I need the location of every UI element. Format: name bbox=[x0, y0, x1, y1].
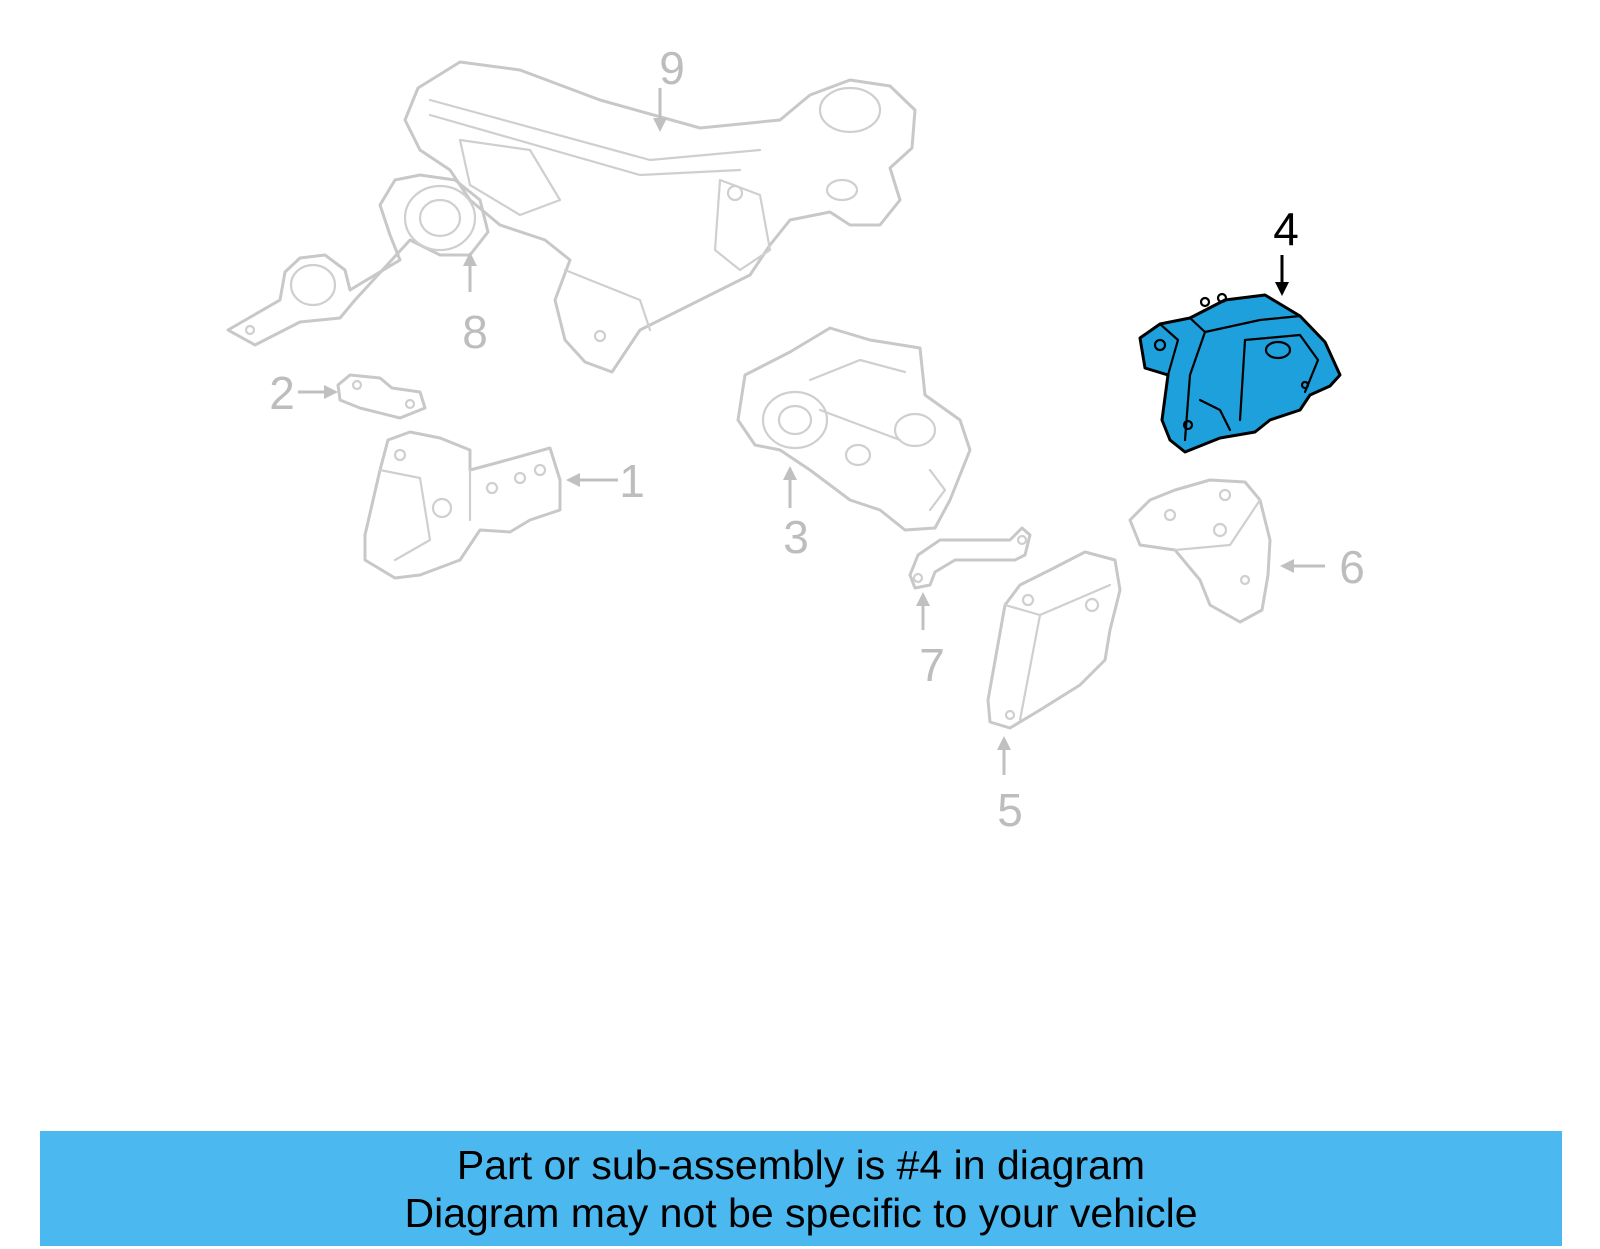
callout-3: 3 bbox=[783, 511, 809, 563]
callout-2: 2 bbox=[269, 367, 295, 419]
arrow-3 bbox=[783, 466, 797, 508]
part-3-carrier bbox=[736, 326, 972, 532]
banner-line-2: Diagram may not be specific to your vehi… bbox=[404, 1189, 1198, 1236]
leader-arrows bbox=[298, 88, 1325, 775]
part-5-mount bbox=[986, 550, 1122, 730]
part-6-mount bbox=[1128, 478, 1272, 624]
callout-5: 5 bbox=[997, 784, 1023, 836]
callout-8: 8 bbox=[462, 306, 488, 358]
arrow-8 bbox=[463, 252, 477, 292]
callout-labels: 9 8 2 1 3 7 5 6 4 bbox=[269, 42, 1365, 836]
part-4-transmission-mount bbox=[1138, 292, 1342, 454]
arrow-1 bbox=[566, 473, 618, 487]
callout-4: 4 bbox=[1273, 203, 1299, 255]
parts-diagram: 9 8 2 1 3 7 5 6 4 bbox=[226, 42, 1365, 836]
part-2-bracket bbox=[336, 373, 427, 420]
part-9-subframe bbox=[403, 60, 917, 374]
callout-1: 1 bbox=[619, 455, 645, 507]
part-8-torque-arm bbox=[226, 173, 490, 347]
callout-6: 6 bbox=[1339, 541, 1365, 593]
callout-7: 7 bbox=[919, 639, 945, 691]
arrow-7 bbox=[916, 592, 930, 630]
arrow-6 bbox=[1280, 559, 1325, 573]
arrow-9 bbox=[653, 88, 667, 132]
arrow-4 bbox=[1275, 255, 1289, 296]
arrow-5 bbox=[997, 736, 1011, 775]
banner-line-1: Part or sub-assembly is #4 in diagram bbox=[456, 1141, 1146, 1188]
caption-banner: Part or sub-assembly is #4 in diagram Di… bbox=[40, 1131, 1562, 1246]
arrow-2 bbox=[298, 385, 338, 399]
part-7-rod bbox=[908, 526, 1032, 590]
part-1-mount bbox=[363, 430, 562, 580]
callout-9: 9 bbox=[659, 42, 685, 94]
